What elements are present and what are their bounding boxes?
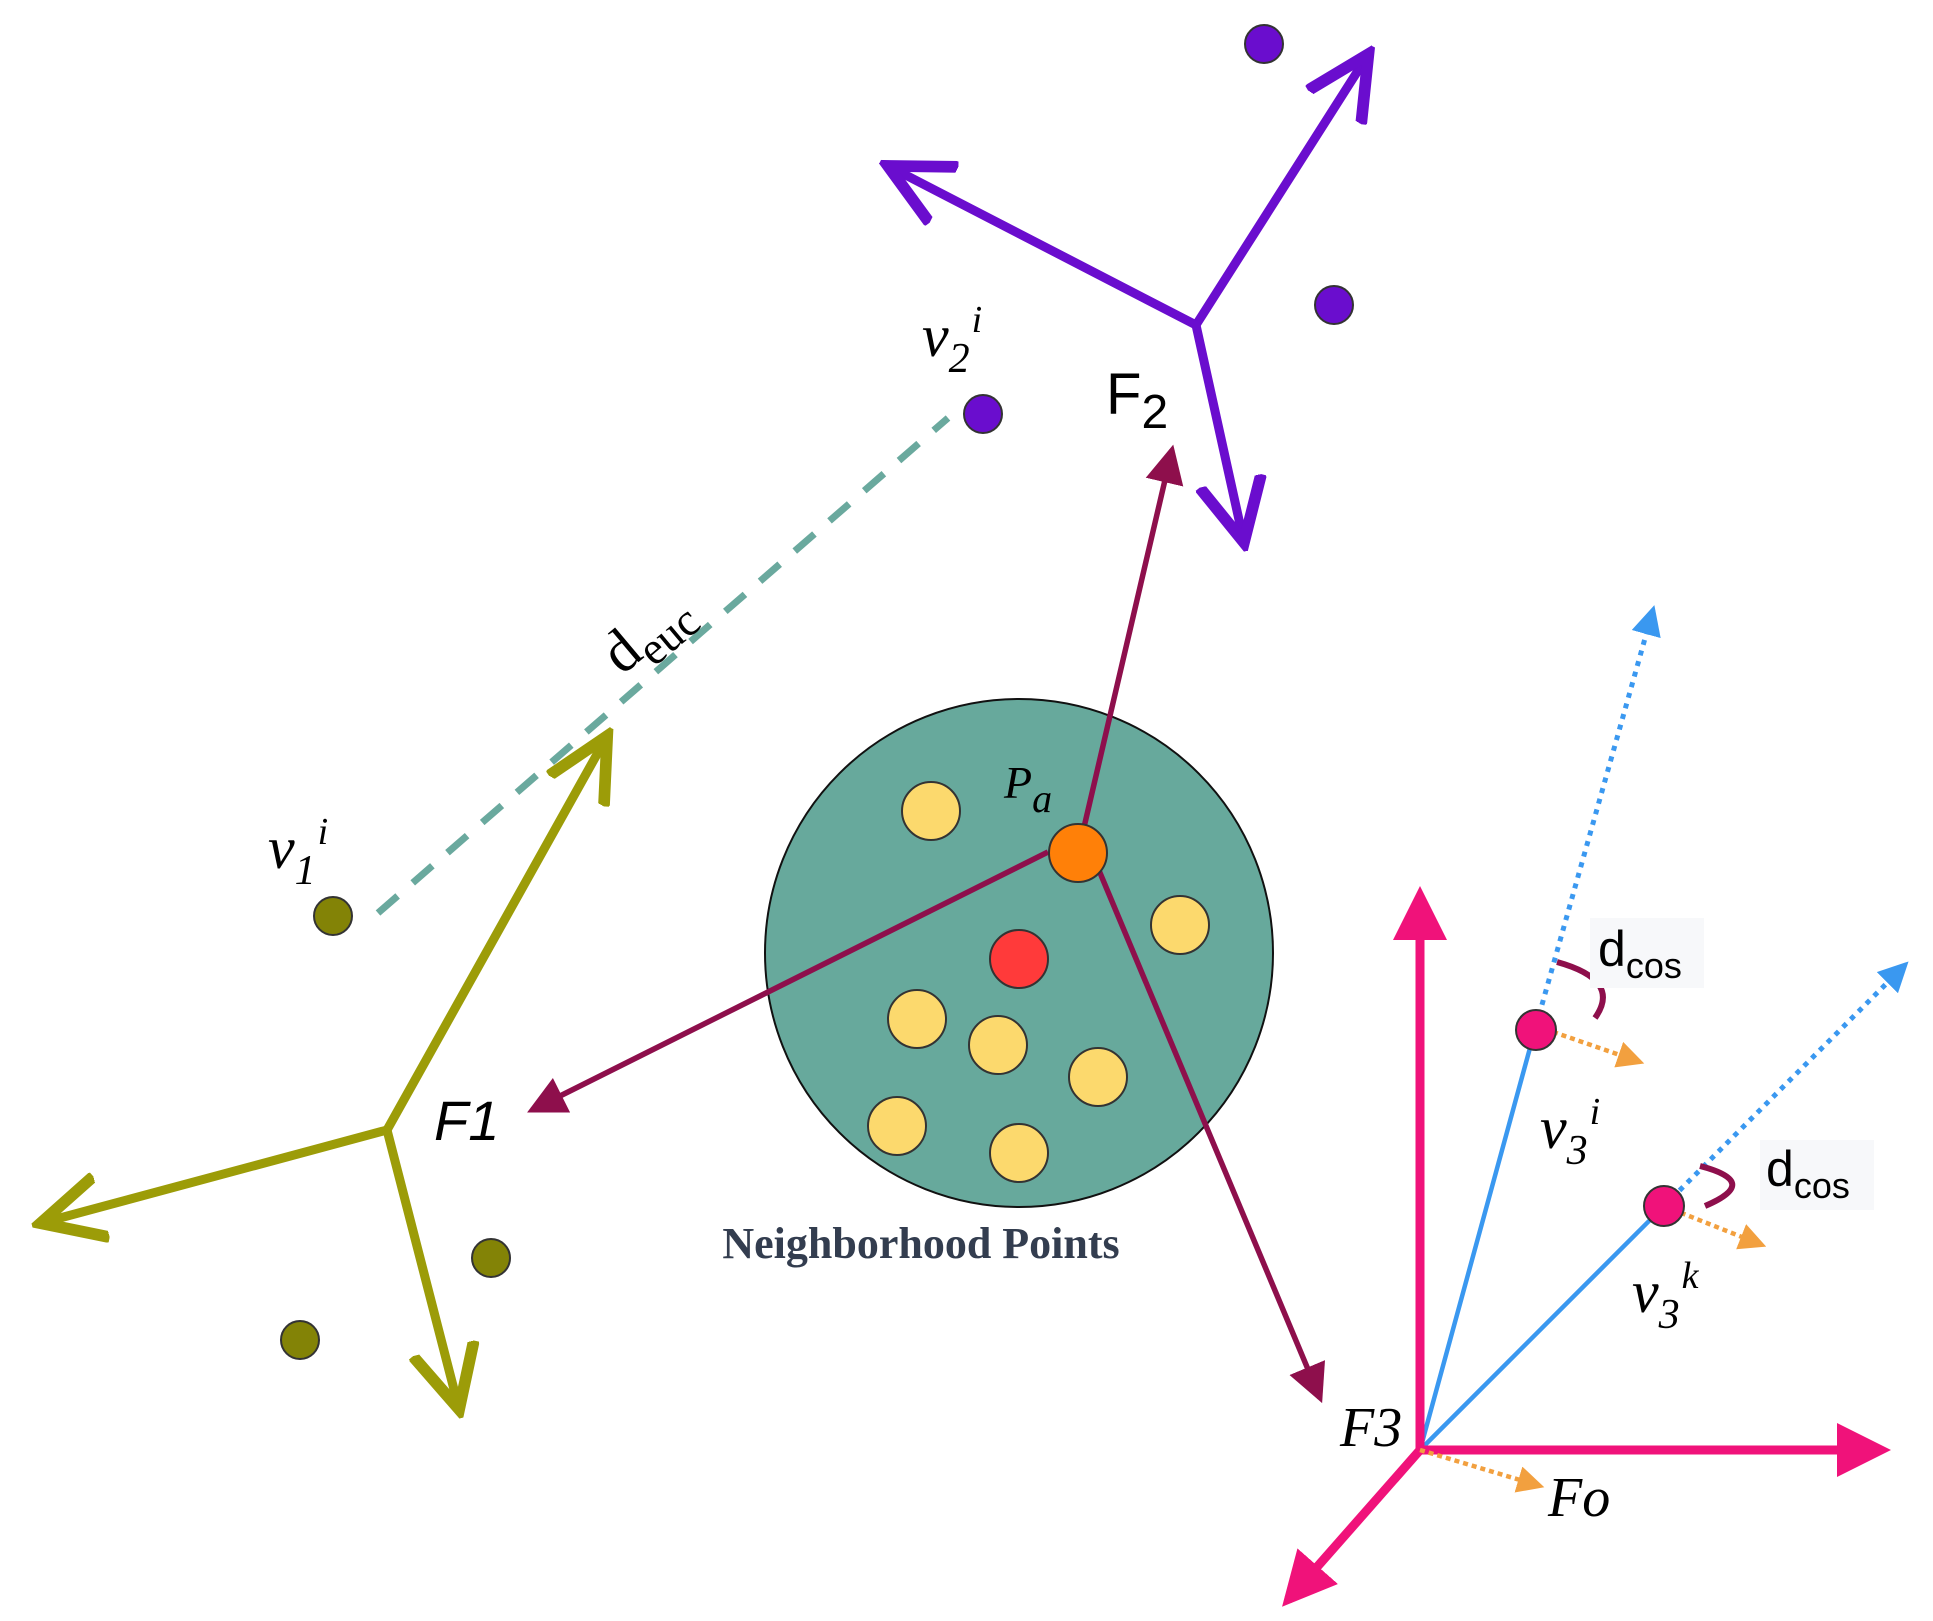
- yellow-point: [968, 1015, 1028, 1075]
- olive-point: [280, 1320, 320, 1360]
- v1-point: [313, 896, 353, 936]
- frame-f3: [1282, 605, 1909, 1607]
- label-v3k: v3k: [1632, 1255, 1700, 1338]
- euclidean-distance-line: [375, 415, 951, 916]
- anchor-point-pa: [1048, 823, 1108, 883]
- label-fo: Fo: [1547, 1467, 1610, 1529]
- v2-point: [963, 394, 1003, 434]
- dcos-label-bg-2: [1760, 1140, 1874, 1210]
- frame-f2: [892, 58, 1366, 538]
- pa-to-f3-arrow: [1095, 866, 1326, 1404]
- yellow-point: [887, 989, 947, 1049]
- label-dcos-1: dcos: [1598, 921, 1682, 986]
- yellow-point: [989, 1123, 1049, 1183]
- f1-axis-down: [382, 1125, 458, 1405]
- f2-axis-up: [1191, 58, 1366, 330]
- label-f1: F1: [434, 1089, 499, 1152]
- dcos-label-bg-1: [1590, 918, 1704, 988]
- v3k-point: [1643, 1185, 1685, 1227]
- yellow-point: [1068, 1047, 1128, 1107]
- f2-axis-down: [1191, 320, 1243, 538]
- label-v1: v1i: [268, 811, 328, 894]
- label-v2: v2i: [922, 299, 982, 382]
- label-f3: F3: [1339, 1397, 1402, 1459]
- pa-to-f1-arrow: [527, 849, 1050, 1113]
- label-neighborhood-points: Neighborhood Points: [722, 1219, 1119, 1268]
- pa-vectors: [527, 444, 1326, 1404]
- fo-orange-arrow: [1419, 1447, 1545, 1493]
- f3-axis-down-left: [1282, 1447, 1424, 1607]
- label-f2: F2: [1106, 362, 1168, 439]
- purple-point: [1314, 285, 1354, 325]
- purple-point: [1244, 24, 1284, 64]
- label-dcos-2: dcos: [1766, 1141, 1850, 1206]
- yellow-point: [901, 781, 961, 841]
- f3-blue-ray-k: [1418, 1204, 1666, 1452]
- dcos-arc-2: [1699, 1163, 1736, 1209]
- label-v3i: v3i: [1540, 1091, 1600, 1174]
- red-point: [989, 929, 1049, 989]
- f1-axis-left: [45, 1125, 392, 1222]
- pa-to-f2-arrow: [1075, 444, 1184, 854]
- frame-f1: [45, 740, 605, 1405]
- f3-blue-ray-i: [1417, 1025, 1539, 1451]
- f1-axis-up: [382, 740, 605, 1135]
- olive-point: [471, 1238, 511, 1278]
- yellow-point: [1150, 895, 1210, 955]
- yellow-point: [867, 1096, 927, 1156]
- f2-axis-left: [892, 168, 1201, 330]
- label-deuc: deuc: [588, 575, 709, 694]
- label-pa: Pa: [1003, 757, 1052, 821]
- neighborhood-points: [867, 781, 1210, 1183]
- v3i-point: [1515, 1009, 1557, 1051]
